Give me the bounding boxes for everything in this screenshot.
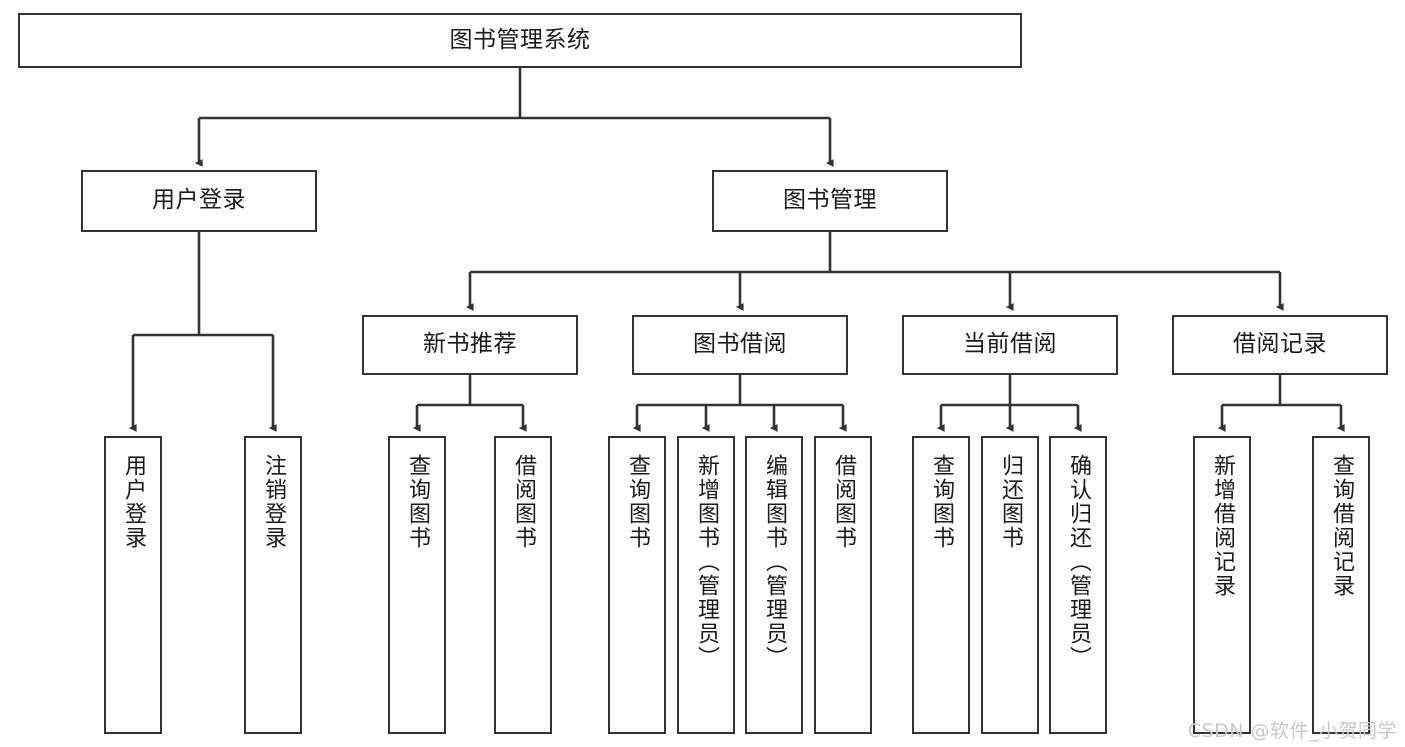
leaf-add-borrow-record[interactable]: 新增借阅记录 <box>1193 436 1251 734</box>
leaf-confirm-return-admin-label: 确认归还（管理员） <box>1065 454 1091 670</box>
leaf-add-book-admin[interactable]: 新增图书（管理员） <box>677 436 735 734</box>
leaf-confirm-return-admin[interactable]: 确认归还（管理员） <box>1049 436 1107 734</box>
leaf-borrow-book-1[interactable]: 借阅图书 <box>494 436 552 734</box>
node-borrow-record-label: 借阅记录 <box>1233 331 1327 358</box>
node-new-book-recommend[interactable]: 新书推荐 <box>362 315 578 375</box>
leaf-query-book-1-label: 查询图书 <box>404 454 430 550</box>
leaf-query-book-3[interactable]: 查询图书 <box>912 436 970 734</box>
leaf-borrow-book-1-label: 借阅图书 <box>510 454 536 550</box>
leaf-borrow-book-2[interactable]: 借阅图书 <box>814 436 872 734</box>
node-root-system[interactable]: 图书管理系统 <box>18 13 1022 68</box>
leaf-query-book-2[interactable]: 查询图书 <box>608 436 666 734</box>
node-book-borrow[interactable]: 图书借阅 <box>632 315 848 375</box>
node-root-system-label: 图书管理系统 <box>449 26 591 53</box>
node-current-borrow-label: 当前借阅 <box>963 331 1057 358</box>
leaf-add-book-admin-label: 新增图书（管理员） <box>693 454 719 670</box>
node-new-book-recommend-label: 新书推荐 <box>423 331 517 358</box>
leaf-user-login[interactable]: 用户登录 <box>104 436 162 734</box>
leaf-query-book-1[interactable]: 查询图书 <box>388 436 446 734</box>
leaf-query-book-2-label: 查询图书 <box>624 454 650 550</box>
leaf-query-borrow-record-label: 查询借阅记录 <box>1328 454 1354 598</box>
leaf-edit-book-admin-label: 编辑图书（管理员） <box>761 454 787 670</box>
leaf-edit-book-admin[interactable]: 编辑图书（管理员） <box>745 436 803 734</box>
node-book-manage-label: 图书管理 <box>783 187 877 214</box>
node-book-borrow-label: 图书借阅 <box>693 331 787 358</box>
leaf-query-borrow-record[interactable]: 查询借阅记录 <box>1312 436 1370 734</box>
node-book-manage[interactable]: 图书管理 <box>712 170 948 232</box>
leaf-return-book-label: 归还图书 <box>997 454 1023 550</box>
leaf-return-book[interactable]: 归还图书 <box>981 436 1039 734</box>
leaf-borrow-book-2-label: 借阅图书 <box>830 454 856 550</box>
leaf-query-book-3-label: 查询图书 <box>928 454 954 550</box>
leaf-user-login-label: 用户登录 <box>120 454 146 550</box>
leaf-add-borrow-record-label: 新增借阅记录 <box>1209 454 1235 598</box>
node-current-borrow[interactable]: 当前借阅 <box>902 315 1118 375</box>
node-borrow-record[interactable]: 借阅记录 <box>1172 315 1388 375</box>
leaf-logout-login-label: 注销登录 <box>260 454 286 550</box>
leaf-logout-login[interactable]: 注销登录 <box>244 436 302 734</box>
node-user-login[interactable]: 用户登录 <box>81 170 317 232</box>
node-user-login-label: 用户登录 <box>152 187 246 214</box>
